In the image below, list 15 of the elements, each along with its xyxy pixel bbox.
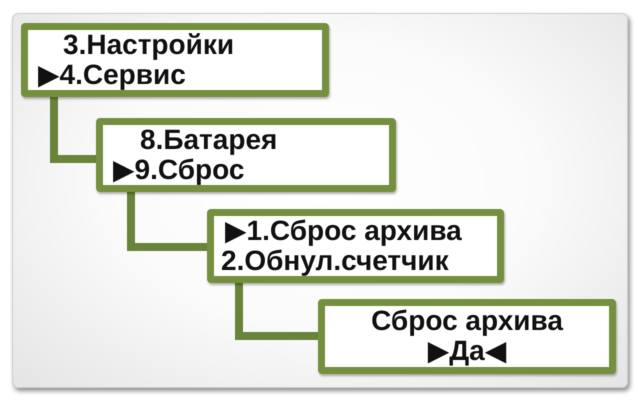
connector-line [235,283,318,340]
menu-item: ▶1.Сброс архива [225,216,462,246]
connector-line [50,97,96,163]
menu-box [318,299,616,374]
menu-box [207,209,504,283]
menu-item: 2.Обнул.счетчик [221,246,449,276]
menu-box [96,118,396,192]
menu-item: Сброс архива [371,306,563,336]
menu-item: ▶4.Сервис [38,60,186,90]
menu-item: ▶9.Сброс [113,155,244,185]
menu-item: 3.Настройки [63,30,234,60]
menu-item: 8.Батарея [140,125,278,155]
connector-line [127,192,207,251]
menu-box [21,23,329,97]
menu-item: ▶Да◀ [428,336,506,366]
